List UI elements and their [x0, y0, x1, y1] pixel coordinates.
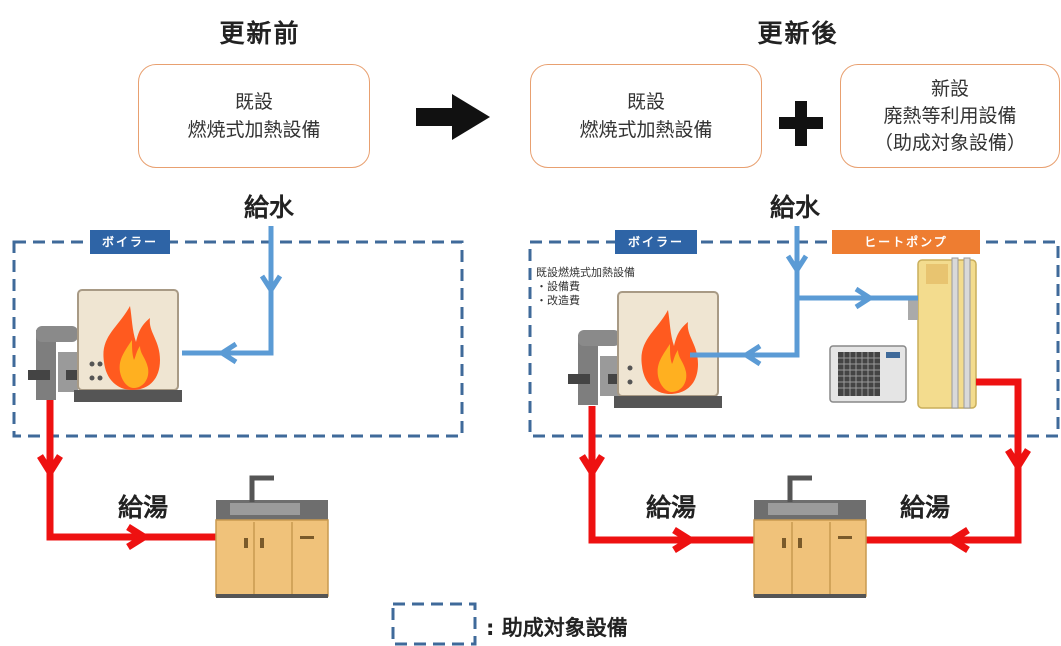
before-boiler-tag: ボイラー [90, 230, 170, 254]
before-heading: 更新前 [219, 19, 301, 48]
after-sink-icon [753, 475, 867, 598]
after-heading: 更新後 [757, 19, 839, 48]
new-box-line1: 新設 [930, 77, 969, 100]
after-hot-pipe-left [579, 406, 762, 553]
new-box-line2: 廃熱等利用設備 [883, 104, 1017, 127]
after-hot-pipe-right [862, 378, 1031, 553]
after-box-line1: 既設 [626, 91, 665, 113]
before-boiler-area [12, 240, 464, 438]
new-box-line3: （助成対象設備） [873, 131, 1026, 154]
after-boiler-tag: ボイラー [615, 230, 697, 254]
after-water-supply-label: 給水 [770, 193, 821, 222]
legend-dashed-box [391, 602, 477, 646]
before-box-line2: 燃焼式加熱設備 [187, 119, 321, 141]
before-sink-icon [215, 475, 329, 598]
before-box-line1: 既設 [234, 91, 273, 113]
after-boiler-icon [568, 291, 722, 408]
before-hot-water-label: 給湯 [118, 493, 169, 522]
heatpump-outdoor-unit-icon [829, 345, 907, 403]
heatpump-tag: ヒートポンプ [832, 230, 980, 254]
new-waste-heat-equipment-box: 新設 廃熱等利用設備 （助成対象設備） [840, 64, 1060, 168]
plus-icon [779, 101, 823, 146]
before-boiler-icon [28, 289, 182, 402]
before-hot-pipe [37, 400, 226, 550]
legend-label: : 助成対象設備 [486, 616, 628, 640]
note-title: 既設燃焼式加熱設備 [536, 266, 635, 279]
hot-water-tank-icon [908, 257, 977, 409]
transition-arrow [416, 94, 490, 140]
after-hot-water-label-left: 給湯 [646, 493, 697, 522]
before-existing-heater-box: 既設 燃焼式加熱設備 [138, 64, 370, 168]
after-cold-pipe [690, 226, 918, 367]
existing-equipment-note: 既設燃焼式加熱設備 ・設備費 ・改造費 [536, 266, 635, 308]
before-cold-pipe [182, 226, 283, 365]
after-hot-water-label-right: 給湯 [900, 493, 951, 522]
after-existing-heater-box: 既設 燃焼式加熱設備 [530, 64, 762, 168]
note-item-modification-cost: ・改造費 [536, 294, 580, 307]
before-water-supply-label: 給水 [244, 193, 295, 222]
note-item-equipment-cost: ・設備費 [536, 280, 580, 293]
after-box-line2: 燃焼式加熱設備 [579, 119, 713, 141]
